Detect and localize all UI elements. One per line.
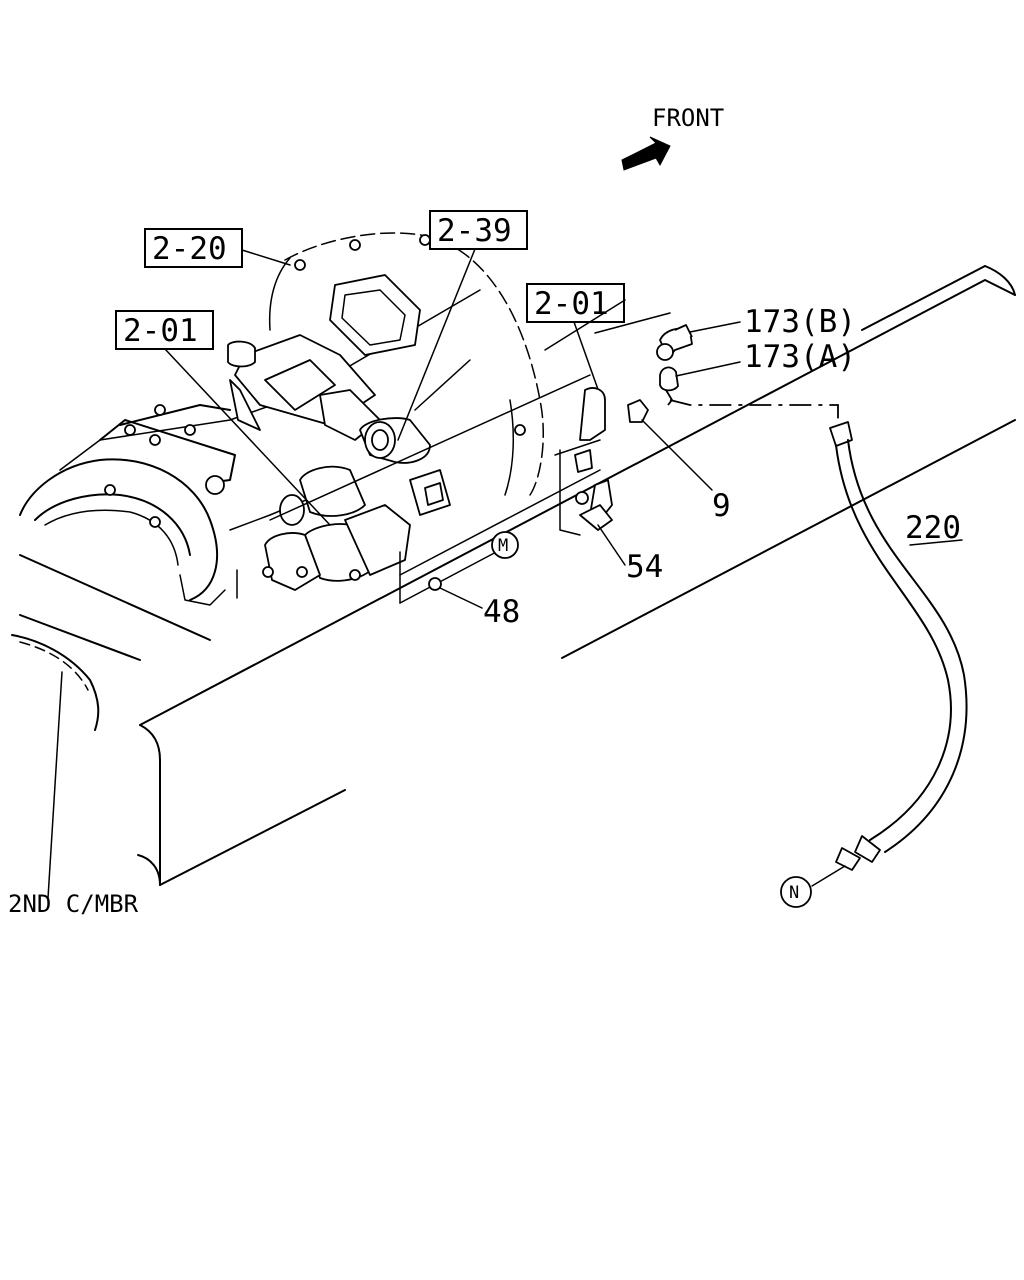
ref-2-39: 2-39	[397, 210, 528, 441]
shift-tower	[227, 274, 421, 441]
part-173a-label: 173(A)	[744, 339, 856, 375]
engine-side-lines	[269, 299, 671, 576]
frame-side-member	[137, 265, 1016, 886]
part-54-label: 54	[626, 549, 663, 585]
ref-2-01-right: 2-01	[526, 283, 625, 396]
ref-2-20-label: 2-20	[152, 231, 227, 267]
ref-2-20: 2-20	[144, 228, 291, 268]
crossmember-label: 2ND C/MBR	[8, 890, 139, 918]
front-arrow-icon	[621, 136, 671, 171]
ref-2-39-label: 2-39	[437, 213, 512, 249]
part-9-label: 9	[712, 488, 731, 524]
ref-2-01-left: 2-01	[115, 310, 331, 526]
marker-m-icon	[491, 531, 519, 559]
part-48-label: 48	[483, 594, 520, 630]
marker-n-label: N	[789, 883, 799, 903]
second-crossmember: 2ND C/MBR	[8, 554, 211, 918]
hose-220: 220 N	[669, 399, 968, 908]
part-173b-label: 173(B)	[744, 304, 856, 340]
clutch-housing	[268, 232, 545, 496]
nut-9: 9	[627, 399, 731, 524]
clutch-slave-cylinder	[262, 417, 451, 591]
washer-48: 48 M	[399, 531, 520, 630]
part-220-label: 220	[905, 510, 961, 546]
ref-2-01-left-label: 2-01	[123, 313, 198, 349]
bracket-54: 54	[559, 387, 663, 585]
front-direction-indicator: FRONT	[621, 104, 724, 171]
marker-m-label: M	[498, 536, 508, 556]
front-label: FRONT	[652, 104, 724, 132]
marker-n-icon	[780, 876, 812, 908]
ref-2-01-right-label: 2-01	[534, 286, 609, 322]
connector-173: 173(B) 173(A)	[656, 304, 856, 406]
